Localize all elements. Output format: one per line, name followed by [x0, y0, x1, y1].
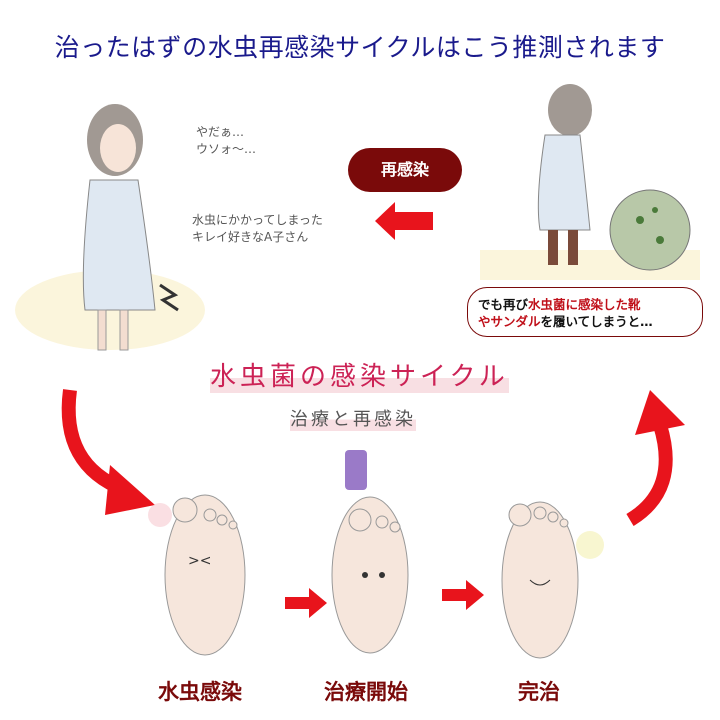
stage-label-treatment: 治療開始 — [324, 680, 408, 704]
caption-line: 水虫にかかってしまった — [192, 213, 323, 227]
cycle-subtitle: 治療と再感染 — [290, 405, 416, 431]
infected-foot-illustration: >< — [148, 494, 246, 656]
caption-line: キレイ好きなA子さん — [192, 230, 309, 244]
upset-girl-illustration — [15, 104, 205, 351]
right-arrow-icon — [442, 580, 484, 610]
girl-wearing-shoes-illustration — [480, 84, 700, 280]
curved-up-arrow-icon — [626, 390, 685, 527]
bubble-text: でも再び — [478, 297, 529, 312]
stage-label-infection: 水虫感染 — [158, 680, 242, 704]
girl-speech: やだぁ… ウソォ〜… — [196, 124, 256, 158]
page-title: 治ったはずの水虫再感染サイクルはこう推測されます — [54, 33, 666, 62]
right-arrow-icon — [285, 588, 327, 618]
healed-foot-illustration — [501, 501, 604, 659]
left-arrow-icon — [375, 202, 433, 240]
girl-caption: 水虫にかかってしまった キレイ好きなA子さん — [192, 212, 323, 246]
stage-label-cured: 完治 — [518, 680, 560, 704]
curved-down-arrow-icon — [61, 389, 155, 515]
bubble-text: を履いてしまうと… — [540, 314, 653, 329]
svg-text:><: >< — [188, 553, 211, 569]
shoe-warning-bubble: でも再び水虫菌に感染した靴 やサンダルを履いてしまうと… — [467, 287, 703, 337]
bubble-text-highlight: やサンダル — [478, 314, 541, 329]
cycle-title: 水虫菌の感染サイクル — [210, 356, 509, 393]
speech-line: ウソォ〜… — [196, 142, 257, 156]
reinfection-badge: 再感染 — [348, 148, 462, 192]
speech-line: やだぁ… — [196, 125, 245, 139]
bubble-text-highlight: 水虫菌に感染した靴 — [528, 297, 641, 312]
treatment-foot-illustration — [331, 450, 409, 654]
